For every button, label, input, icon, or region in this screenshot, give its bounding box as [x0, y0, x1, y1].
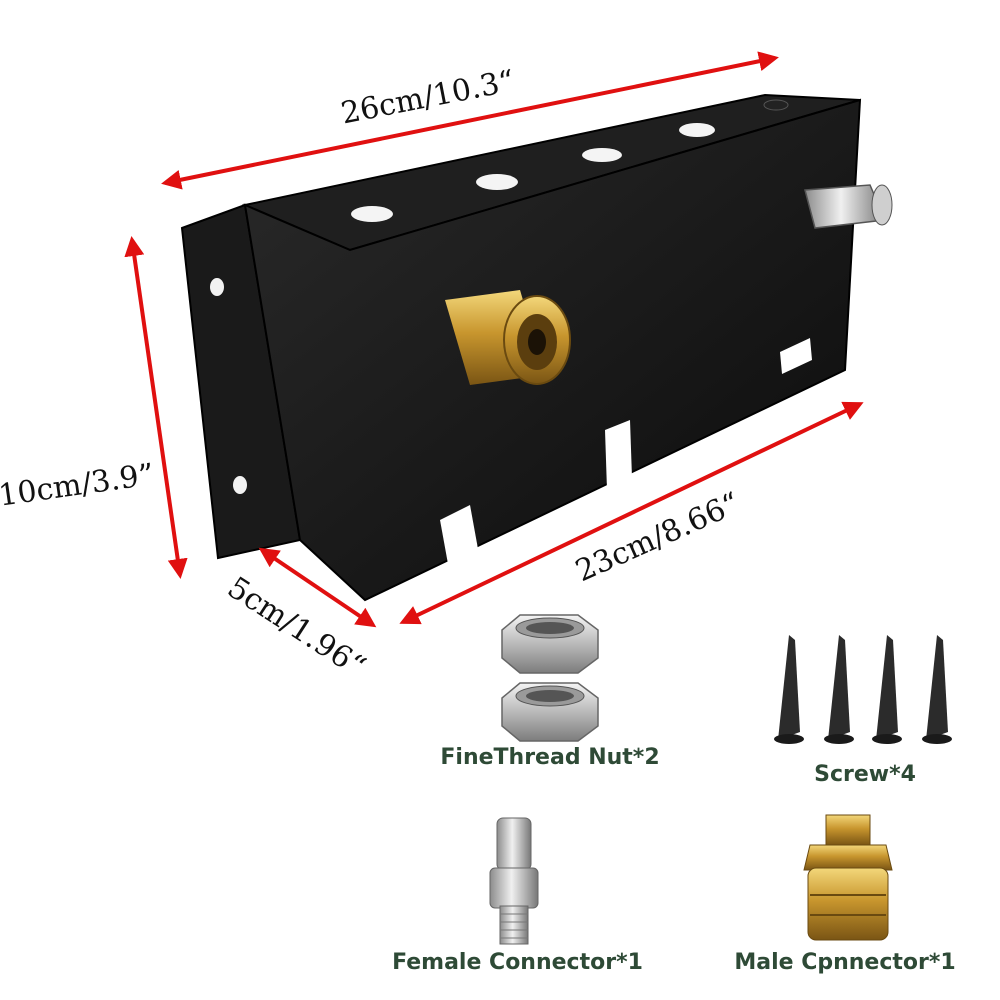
screw-icon	[922, 635, 952, 744]
caption-screw: Screw*4	[814, 762, 916, 787]
steel-connector-icon	[489, 817, 539, 945]
mount-hole-bottom-icon	[233, 476, 247, 494]
steel-plug-icon	[804, 184, 893, 229]
screw-icon	[774, 635, 804, 744]
caption-fine-thread-nut: FineThread Nut*2	[440, 745, 660, 770]
mount-hole-top-icon	[210, 278, 224, 296]
top-hole-4-icon	[679, 123, 715, 137]
screw-icon	[824, 635, 854, 744]
fine-thread-nut-icon	[501, 682, 599, 742]
top-hole-2-icon	[476, 174, 518, 190]
brass-coupler-icon	[445, 290, 571, 385]
top-hole-3-icon	[582, 148, 622, 162]
caption-male-connector: Male Cpnnector*1	[734, 950, 956, 975]
top-hole-1-icon	[351, 206, 393, 222]
brass-connector-icon	[803, 814, 893, 941]
arrow-height	[124, 236, 188, 579]
arrow-length-bottom	[399, 401, 864, 625]
fine-thread-nut-icon	[501, 614, 599, 674]
caption-female-connector: Female Connector*1	[392, 950, 643, 975]
arrow-length-top	[161, 51, 779, 190]
arrow-depth	[258, 547, 377, 628]
screw-icon	[872, 635, 902, 744]
